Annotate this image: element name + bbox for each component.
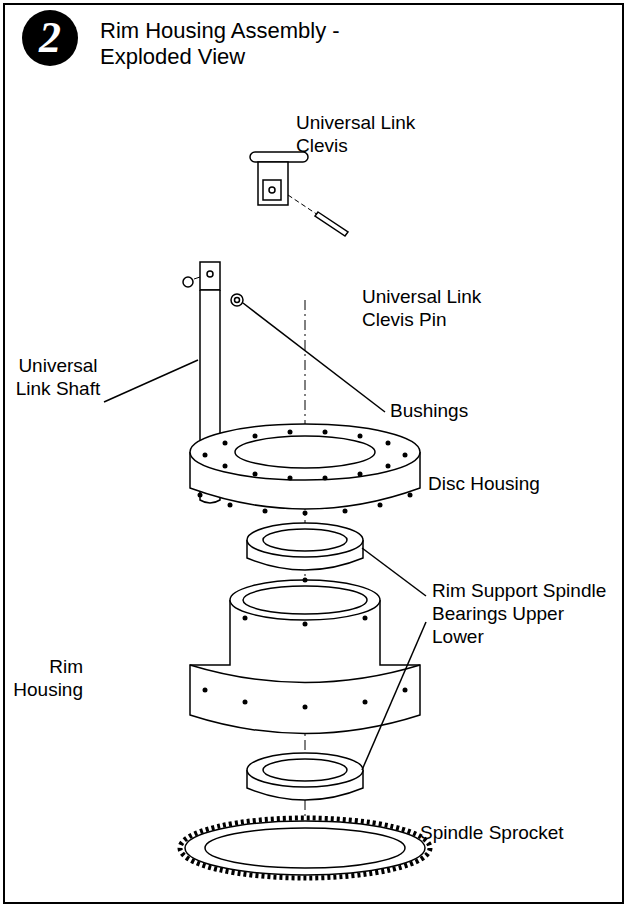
- step-number: 2: [39, 16, 61, 60]
- part-label: Rim Housing: [8, 656, 83, 702]
- part-label: Rim Support Spindle Bearings Upper Lower: [432, 580, 612, 648]
- part-label: Spindle Sprocket: [420, 822, 570, 845]
- part-label: Disc Housing: [428, 473, 608, 496]
- step-badge: 2: [22, 10, 78, 66]
- diagram-title: Rim Housing Assembly - Exploded View: [100, 18, 380, 71]
- part-label: Bushings: [390, 400, 540, 423]
- part-label: Universal Link Clevis Pin: [362, 286, 512, 332]
- part-label: Universal Link Shaft: [8, 355, 108, 401]
- part-label: Universal Link Clevis: [296, 112, 446, 158]
